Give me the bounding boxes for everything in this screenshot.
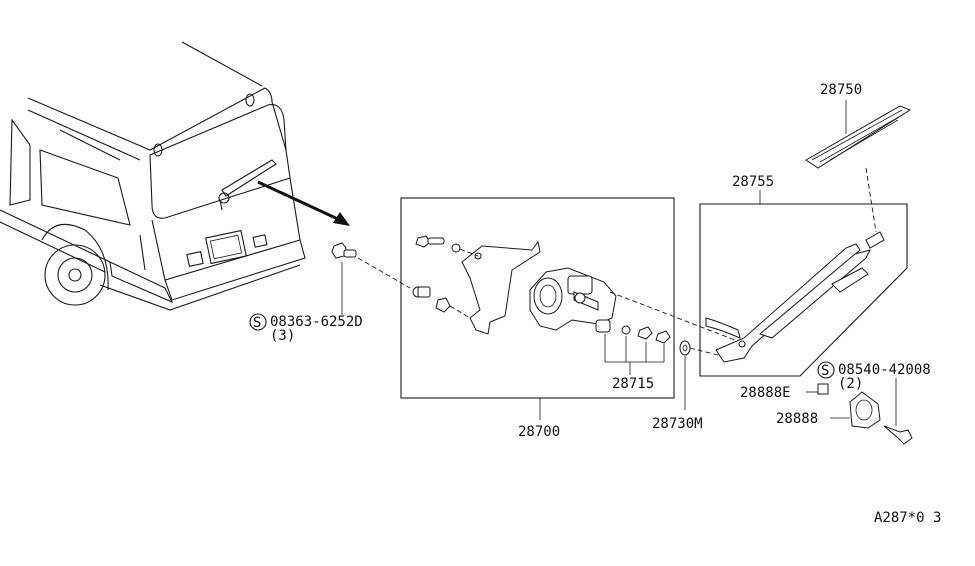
bolt-part-number: 08363-6252D xyxy=(270,314,363,330)
bolt-callout: S 08363-6252D (3) xyxy=(249,313,363,344)
direction-arrow xyxy=(257,180,350,226)
wiper-arm-number: 28755 xyxy=(732,174,774,190)
clip-part-number: 28888E xyxy=(740,385,791,401)
screw-quantity: (2) xyxy=(838,376,863,392)
screw-callout: S 08540-42008 (2) xyxy=(817,361,931,445)
wiper-blade-number: 28750 xyxy=(820,82,862,98)
standard-part-symbol: S xyxy=(253,315,261,331)
washer-part-number: 28730M xyxy=(652,416,703,432)
drawing-id: A287*0 3 xyxy=(874,510,941,526)
wiper-blade-part: 28750 xyxy=(805,82,912,233)
cover-and-clip: 28888E 28888 xyxy=(740,383,881,429)
standard-part-symbol-2: S xyxy=(821,363,829,379)
screw-part-number: 08540-42008 xyxy=(838,362,931,378)
washer-part: 28730M xyxy=(652,340,703,432)
cover-part-number: 28888 xyxy=(776,411,818,427)
bolt-quantity: (3) xyxy=(270,328,295,344)
motor-parts-number: 28715 xyxy=(612,376,654,392)
motor-assembly-number: 28700 xyxy=(518,424,560,440)
vehicle-rear-illustration xyxy=(0,41,306,311)
bolt-part xyxy=(331,242,411,315)
motor-assembly-box: 28715 28700 xyxy=(400,197,675,440)
wiper-arm-box: 28755 xyxy=(699,174,908,377)
